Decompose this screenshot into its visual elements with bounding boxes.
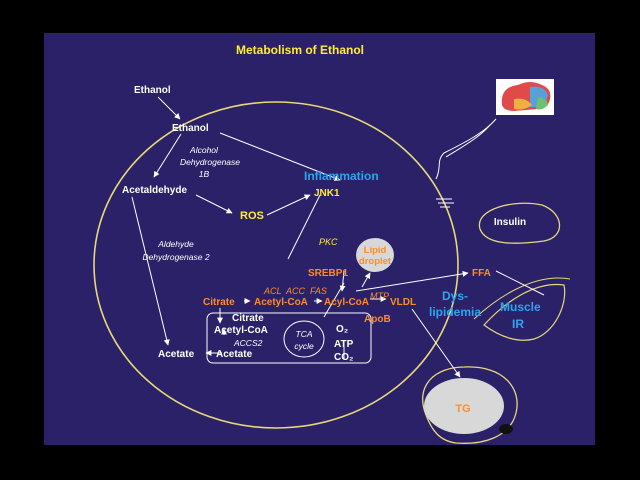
lipid-label: Lipid bbox=[364, 245, 387, 256]
adh-label: Dehydrogenase bbox=[180, 157, 240, 167]
insulin-label: Insulin bbox=[494, 217, 526, 228]
pkc-label: PKC bbox=[319, 237, 338, 247]
ethanol-inner-label: Ethanol bbox=[172, 123, 209, 134]
vldl-label: VLDL bbox=[390, 297, 416, 308]
co2-label: CO₂ bbox=[334, 352, 353, 363]
adh-label: Alcohol bbox=[189, 145, 219, 155]
tca-label: TCA bbox=[296, 329, 313, 339]
dyslipidemia-label: Dys- bbox=[442, 289, 468, 303]
tca-cycle-circle bbox=[283, 320, 325, 358]
mtp-label: MTP bbox=[370, 291, 389, 301]
acetate-label: Acetate bbox=[158, 349, 195, 360]
dyslipidemia-label: lipidemia bbox=[429, 305, 481, 319]
arrows bbox=[131, 96, 545, 378]
lipid-droplet bbox=[356, 238, 394, 272]
brain-icon bbox=[496, 79, 554, 115]
mito-acetate-label: Acetate bbox=[216, 349, 253, 360]
acetyl-coa-label: Acetyl-CoA bbox=[254, 297, 308, 308]
muscle-ir-label: IR bbox=[512, 317, 524, 331]
mitochondrion bbox=[206, 312, 372, 364]
o2-label: O₂ bbox=[336, 324, 348, 335]
adh-label: 1B bbox=[199, 169, 210, 179]
acyl-coa-label: Acyl-CoA bbox=[324, 297, 369, 308]
citrate-label: Citrate bbox=[203, 297, 235, 308]
nerve-line bbox=[435, 118, 497, 180]
srebp1-label: SREBP1 bbox=[308, 268, 348, 279]
acetaldehyde-label: Acetaldehyde bbox=[122, 185, 187, 196]
nerve-line bbox=[445, 124, 491, 158]
jnk1-label: JNK1 bbox=[314, 188, 340, 199]
mito-citrate-label: Citrate bbox=[232, 313, 264, 324]
tg-label: TG bbox=[455, 403, 470, 415]
lipid-label: droplet bbox=[359, 256, 392, 267]
mito-acetyl-coa-label: Acetyl-CoA bbox=[214, 325, 268, 336]
insulin-cell-outline bbox=[478, 202, 561, 244]
cell-outline bbox=[93, 101, 459, 429]
ffa-label: FFA bbox=[472, 268, 491, 279]
synapse-icon bbox=[436, 198, 454, 208]
adipose-nucleus bbox=[499, 424, 513, 434]
tg-droplet bbox=[424, 378, 504, 434]
enzymes-label: ACL ACC FAS bbox=[263, 286, 327, 296]
muscle-outline bbox=[473, 277, 571, 320]
metabolism-diagram: Metabolism of Ethanol Insulin TG Lipid d… bbox=[93, 43, 571, 444]
ethanol-outer-label: Ethanol bbox=[134, 85, 171, 96]
tca-label: cycle bbox=[294, 341, 314, 351]
apob-label: ApoB bbox=[364, 314, 391, 325]
ros-label: ROS bbox=[240, 210, 264, 222]
atp-label: ATP bbox=[334, 339, 354, 350]
aldh-label: Aldehyde bbox=[157, 239, 194, 249]
inflammation-label: Inflammation bbox=[304, 169, 379, 183]
muscle-outline bbox=[483, 283, 566, 341]
muscle-ir-label: Muscle bbox=[500, 300, 541, 314]
slide-title: Metabolism of Ethanol bbox=[236, 43, 364, 57]
acss2-label: ACCS2 bbox=[233, 338, 263, 348]
slide: Metabolism of Ethanol Insulin TG Lipid d… bbox=[44, 33, 595, 445]
aldh-label: Dehydrogenase 2 bbox=[142, 252, 209, 262]
adipose-cell bbox=[422, 366, 518, 444]
